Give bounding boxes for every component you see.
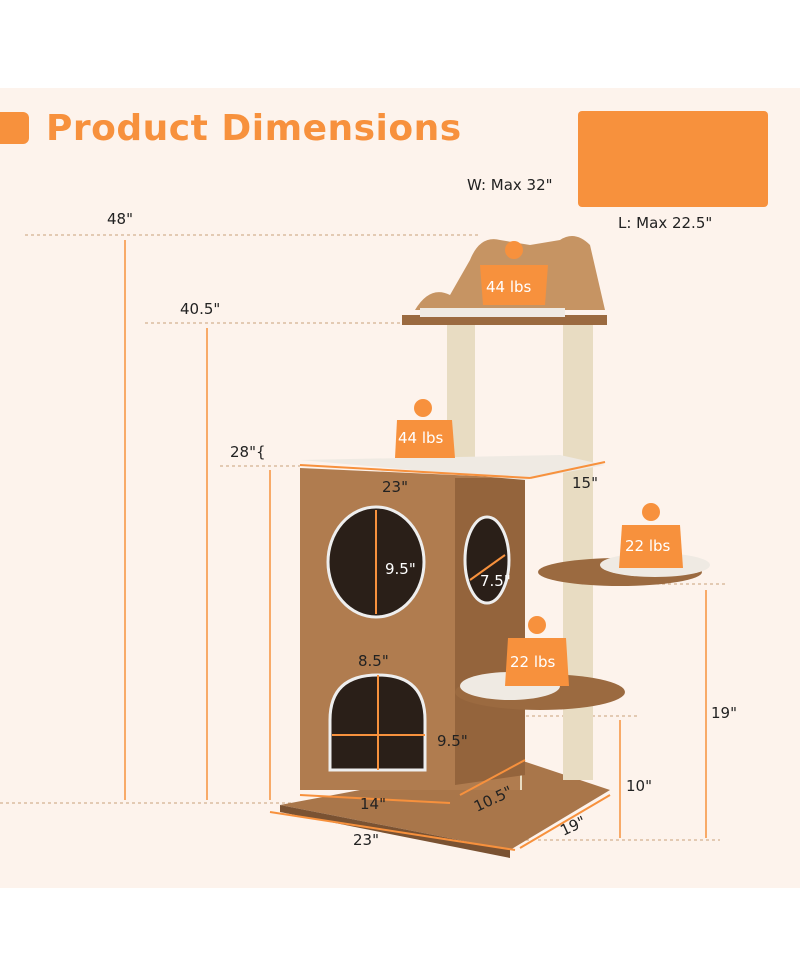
base-width-label: 23" <box>353 831 379 849</box>
lower-hole-height-label: 9.5" <box>437 732 468 750</box>
upper-hole-label: 9.5" <box>385 560 416 578</box>
total-height-label: 48" <box>107 210 133 228</box>
page-title: Product Dimensions <box>46 108 462 149</box>
cabinet-load-label: 44 lbs <box>398 429 444 447</box>
top-load-label: 44 lbs <box>486 278 532 296</box>
right-perch-load-label: 22 lbs <box>625 537 671 555</box>
right-perch-height-label: 19" <box>711 704 737 722</box>
side-hole-label: 7.5" <box>480 572 511 590</box>
left-perch-load-label: 22 lbs <box>510 653 556 671</box>
top-platform-height-label: 40.5" <box>180 300 221 318</box>
title-marker <box>0 112 29 144</box>
perch-width-label: W: Max 32" <box>467 176 553 194</box>
cabinet-top-depth-label: 15" <box>572 474 598 492</box>
inner-width-label: 14" <box>360 795 386 813</box>
cabinet-height-label: 28"{ <box>230 443 266 461</box>
perch-size-box <box>578 111 768 207</box>
perch-length-label: L: Max 22.5" <box>618 214 713 232</box>
left-perch-height-label: 10" <box>626 777 652 795</box>
cabinet-top-width-label: 23" <box>382 478 408 496</box>
lower-hole-width-label: 8.5" <box>358 652 389 670</box>
